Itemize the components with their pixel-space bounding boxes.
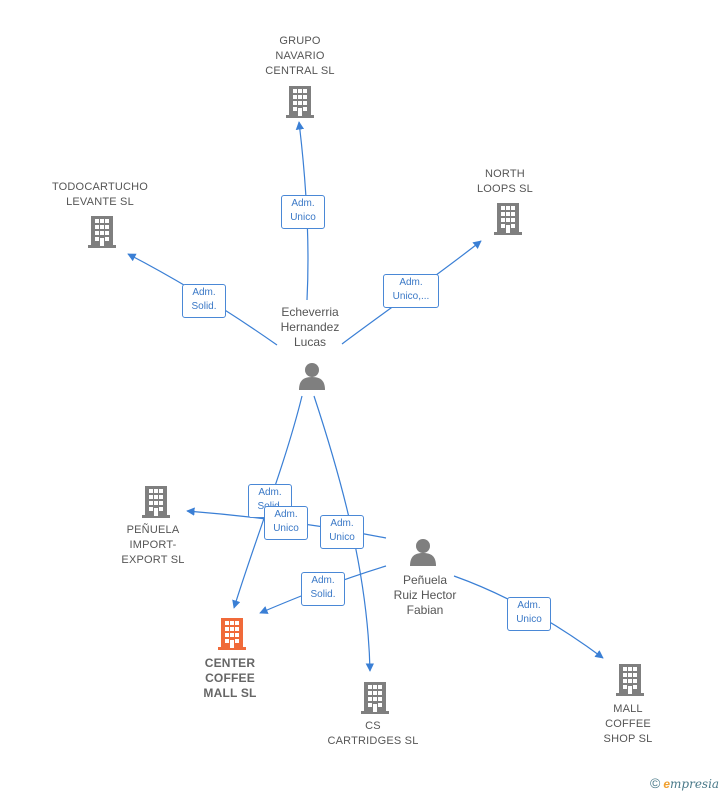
brand-name: mpresia xyxy=(670,777,720,791)
person-icon[interactable] xyxy=(410,539,436,566)
building-icon[interactable] xyxy=(218,618,246,650)
building-icon[interactable] xyxy=(286,86,314,118)
edge-label-penuela_p-to-mall[interactable]: Adm. Unico xyxy=(507,597,551,631)
edge-label-echeverria-to-cs[interactable]: Adm. Unico xyxy=(320,515,364,549)
person-label-echeverria[interactable]: Echeverria Hernandez Lucas xyxy=(280,305,340,349)
person-icon[interactable] xyxy=(299,363,325,390)
edge-label-echeverria-to-north[interactable]: Adm. Unico,... xyxy=(383,274,439,308)
edges-layer xyxy=(127,121,604,672)
edge-label-penuela_p-to-penuela_ie[interactable]: Adm. Unico xyxy=(264,506,308,540)
company-label-mall[interactable]: MALL COFFEE SHOP SL xyxy=(603,703,653,745)
person-label-penuela_p[interactable]: Peñuela Ruiz Hector Fabian xyxy=(393,573,457,617)
company-label-todocartucho[interactable]: TODOCARTUCHO LEVANTE SL xyxy=(51,181,149,208)
building-icon[interactable] xyxy=(361,682,389,714)
watermark: ©empresia xyxy=(650,775,719,791)
company-label-center[interactable]: CENTER COFFEE MALL SL xyxy=(203,656,257,700)
brand-initial: e xyxy=(663,777,671,791)
edge-label-echeverria-to-todocartucho[interactable]: Adm. Solid. xyxy=(182,284,226,318)
edge-label-penuela_p-to-center[interactable]: Adm. Solid. xyxy=(301,572,345,606)
building-icon[interactable] xyxy=(494,203,522,235)
building-icon[interactable] xyxy=(616,664,644,696)
icons-layer xyxy=(88,86,644,714)
company-label-cs[interactable]: CS CARTRIDGES SL xyxy=(327,720,419,747)
edge-label-echeverria-to-grupo[interactable]: Adm. Unico xyxy=(281,195,325,229)
company-label-grupo[interactable]: GRUPO NAVARIO CENTRAL SL xyxy=(265,35,335,77)
copyright-symbol: © xyxy=(650,775,661,791)
company-label-north[interactable]: NORTH LOOPS SL xyxy=(476,168,533,195)
building-icon[interactable] xyxy=(142,486,170,518)
building-icon[interactable] xyxy=(88,216,116,248)
company-label-penuela_ie[interactable]: PEÑUELA IMPORT- EXPORT SL xyxy=(121,524,185,566)
